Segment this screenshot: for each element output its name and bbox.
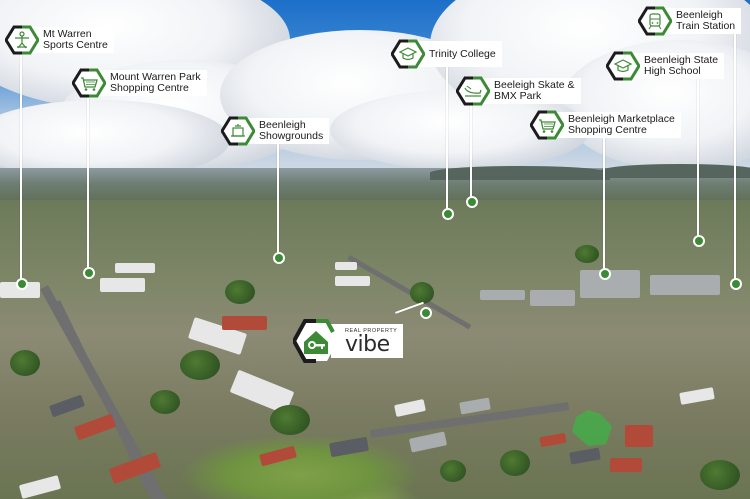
pin-line-beenleigh-train-station bbox=[734, 33, 736, 283]
graduation-cap-icon bbox=[606, 51, 640, 81]
building bbox=[335, 262, 357, 270]
pin-dot-beenleigh-state-high[interactable] bbox=[693, 235, 705, 247]
pin-line-beenleigh-showgrounds bbox=[277, 143, 279, 257]
tree bbox=[575, 245, 599, 263]
pin-line-beenleigh-state-high bbox=[697, 78, 699, 240]
tree bbox=[500, 450, 530, 476]
building bbox=[0, 282, 40, 298]
tree bbox=[440, 460, 466, 482]
pin-line-beenleigh-marketplace bbox=[603, 137, 605, 273]
building bbox=[115, 263, 155, 273]
building bbox=[530, 290, 575, 306]
house bbox=[625, 425, 653, 447]
tree bbox=[150, 390, 180, 414]
poi-label: Mount Warren Park Shopping Centre bbox=[90, 70, 207, 96]
poi-mt-warren-sports[interactable]: Mt Warren Sports Centre bbox=[5, 25, 114, 55]
tree bbox=[180, 350, 220, 380]
cloud bbox=[0, 100, 230, 180]
pin-dot-beenleigh-marketplace[interactable] bbox=[599, 268, 611, 280]
pin-dot-beenleigh-showgrounds[interactable] bbox=[273, 252, 285, 264]
pin-line-mount-warren-park-shopping bbox=[87, 95, 89, 272]
tree bbox=[225, 280, 255, 304]
distant-ridge bbox=[600, 164, 750, 178]
poi-beenleigh-state-high[interactable]: Beenleigh State High School bbox=[606, 51, 725, 81]
building bbox=[480, 290, 525, 300]
poi-skate-bmx-park[interactable]: Beeleigh Skate & BMX Park bbox=[456, 76, 581, 106]
poi-mount-warren-park-shopping[interactable]: Mount Warren Park Shopping Centre bbox=[72, 68, 207, 98]
pin-dot-mt-warren-sports[interactable] bbox=[16, 278, 28, 290]
tree bbox=[10, 350, 40, 376]
house bbox=[610, 458, 642, 472]
distant-ridge bbox=[430, 166, 610, 180]
house-key-icon bbox=[291, 318, 339, 364]
pin-dot-mount-warren-park-shopping[interactable] bbox=[83, 267, 95, 279]
tree bbox=[270, 405, 310, 435]
shopping-cart-icon bbox=[530, 110, 564, 140]
poi-beenleigh-marketplace[interactable]: Beenleigh Marketplace Shopping Centre bbox=[530, 110, 681, 140]
building bbox=[650, 275, 720, 295]
skate-ramp-icon bbox=[456, 76, 490, 106]
building bbox=[222, 316, 267, 330]
real-property-vibe-logo: REAL PROPERTY vibe bbox=[291, 318, 404, 364]
poi-trinity-college[interactable]: Trinity College bbox=[391, 39, 502, 69]
tree bbox=[410, 282, 434, 304]
train-icon bbox=[638, 6, 672, 36]
building bbox=[100, 278, 145, 292]
pin-dot-skate-bmx-park[interactable] bbox=[466, 196, 478, 208]
logo-big-text: vibe bbox=[345, 331, 390, 357]
pin-line-mt-warren-sports bbox=[20, 52, 22, 283]
pin-dot-beenleigh-train-station[interactable] bbox=[730, 278, 742, 290]
logo-small-text: REAL PROPERTY bbox=[345, 327, 398, 334]
poi-label: Beenleigh Marketplace Shopping Centre bbox=[548, 112, 681, 138]
building bbox=[335, 276, 370, 286]
sports-figure-icon bbox=[5, 25, 39, 55]
shopping-cart-icon bbox=[72, 68, 106, 98]
logo-wordmark: REAL PROPERTY vibe bbox=[331, 324, 404, 358]
pin-dot-trinity-college[interactable] bbox=[442, 208, 454, 220]
poi-label: Beenleigh State High School bbox=[624, 53, 725, 79]
poi-label: Beeleigh Skate & BMX Park bbox=[474, 78, 581, 104]
pin-line-skate-bmx-park bbox=[470, 103, 472, 201]
tree bbox=[700, 460, 740, 490]
poi-beenleigh-showgrounds[interactable]: Beenleigh Showgrounds bbox=[221, 116, 330, 146]
graduation-cap-icon bbox=[391, 39, 425, 69]
subject-pin-dot[interactable] bbox=[420, 307, 432, 319]
showground-icon bbox=[221, 116, 255, 146]
pin-line-trinity-college bbox=[446, 66, 448, 213]
poi-beenleigh-train-station[interactable]: Beenleigh Train Station bbox=[638, 6, 742, 36]
